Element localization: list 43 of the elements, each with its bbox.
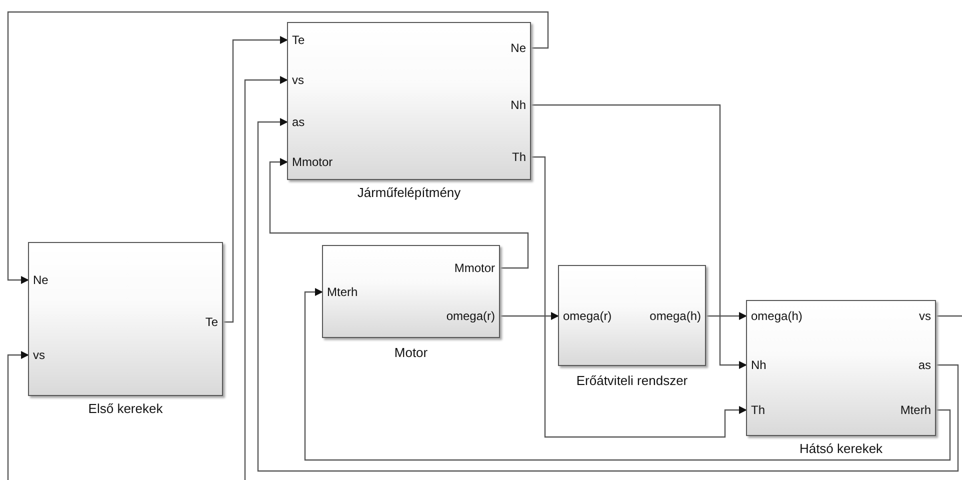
- port-label: vs: [292, 73, 304, 87]
- signal-line: [304, 288, 951, 461]
- port-label: as: [918, 358, 931, 372]
- port-label: vs: [33, 348, 45, 362]
- port-label: Nh: [751, 358, 766, 372]
- subsystem-block: [558, 265, 706, 366]
- port-label: Ne: [510, 41, 526, 55]
- port-label: omega(r): [446, 309, 495, 323]
- port-label: Ne: [33, 273, 48, 287]
- port-label: Th: [512, 150, 526, 164]
- signal-line: [223, 36, 288, 323]
- signal-line: [7, 11, 549, 284]
- port-label: Nh: [510, 98, 526, 112]
- block-name: Hátsó kerekek: [799, 441, 883, 456]
- port-label: vs: [919, 309, 931, 323]
- signal-line: [244, 76, 288, 480]
- block-name: Első kerekek: [88, 401, 163, 416]
- port-label: Th: [751, 403, 766, 417]
- port-label: omega(r): [563, 309, 612, 323]
- subsystem-block: [28, 242, 223, 396]
- port-label: Te: [292, 33, 305, 47]
- port-label: as: [292, 115, 305, 129]
- signal-line: [269, 158, 529, 269]
- signal-line: [500, 312, 559, 320]
- port-label: Mterh: [327, 285, 358, 299]
- block-name: Járműfelépítmény: [357, 185, 461, 200]
- subsystem-block: [287, 22, 531, 180]
- port-label: omega(h): [751, 309, 802, 323]
- signal-line: [706, 312, 747, 320]
- port-label: Mterh: [900, 403, 931, 417]
- port-label: Mmotor: [454, 261, 495, 275]
- signal-line: [257, 118, 959, 472]
- port-label: Mmotor: [292, 155, 333, 169]
- subsystem-block: [746, 300, 936, 436]
- port-label: Te: [205, 315, 218, 329]
- signal-line: [7, 351, 29, 480]
- signal-line: [531, 156, 747, 438]
- signal-line: [531, 104, 747, 369]
- block-name: Motor: [394, 345, 428, 360]
- block-name: Erőátviteli rendszer: [576, 373, 688, 388]
- port-label: omega(h): [650, 309, 701, 323]
- signal-line: [936, 315, 962, 317]
- subsystem-block: [322, 245, 500, 338]
